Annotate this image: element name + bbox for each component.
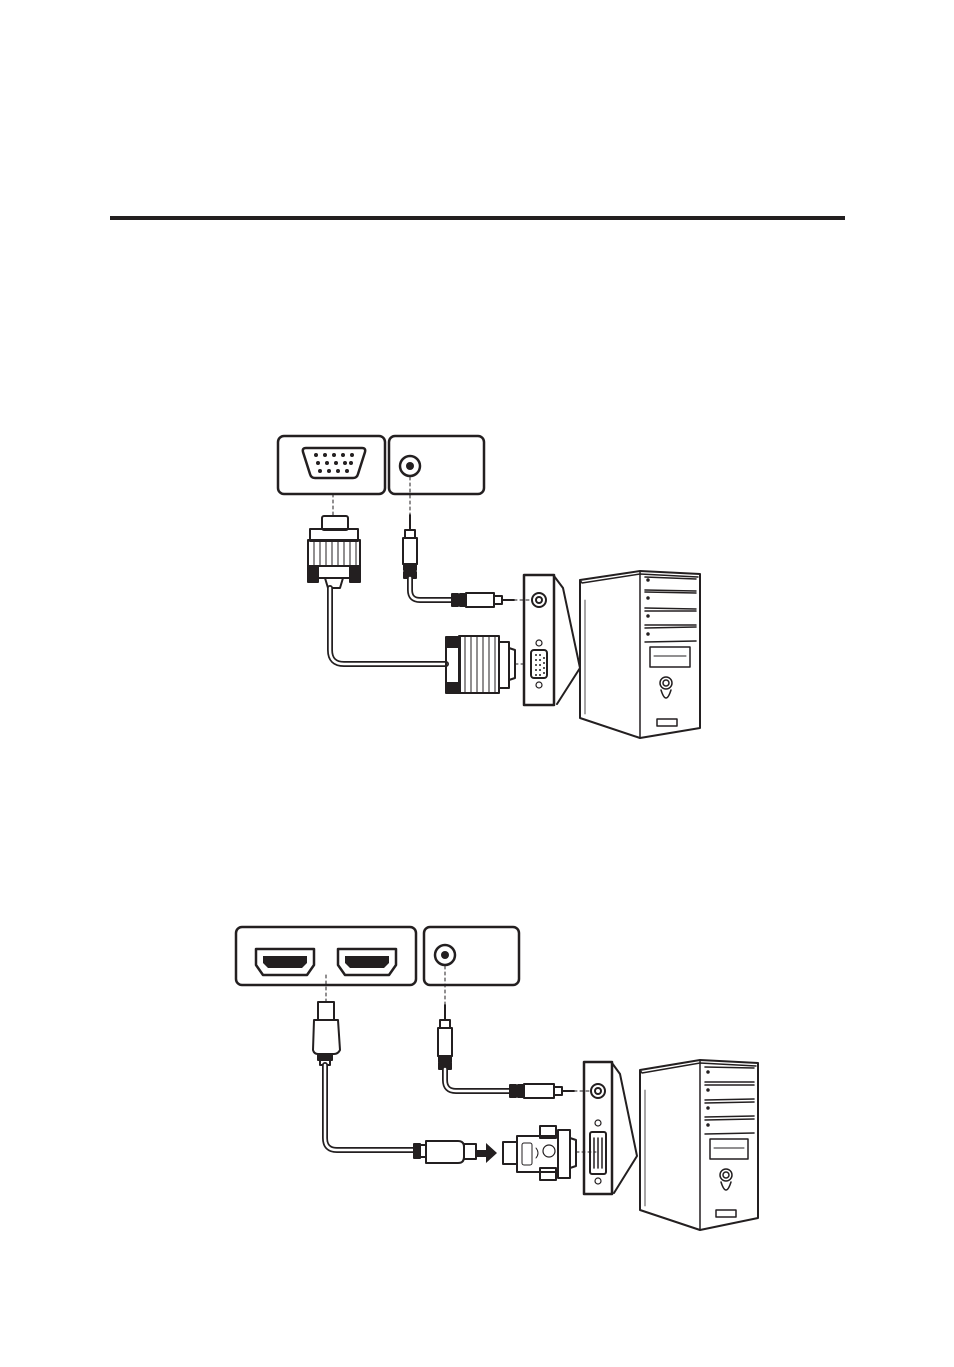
audio-in-jack-icon <box>400 456 420 476</box>
monitor-audio-port-panel <box>424 927 519 985</box>
vga-out-port-icon <box>531 650 547 678</box>
insert-arrow-icon <box>476 1143 497 1163</box>
hdmi-to-dvi-adapter-icon <box>503 1126 576 1180</box>
monitor-vga-port-panel <box>278 436 385 494</box>
hdmi-cable <box>325 1065 415 1150</box>
pc-back-panel-vga <box>524 575 580 705</box>
desktop-tower-pc-icon <box>640 1060 758 1230</box>
hdmi-cable-plug-monitor-end <box>313 1002 340 1065</box>
audio-cable-plug-pc-end <box>452 593 514 607</box>
hdmi-port-1-icon <box>256 949 314 975</box>
audio-cable-plug-monitor-end <box>438 1005 452 1069</box>
hdmi-cable-plug-adapter-end <box>414 1141 476 1163</box>
pc-back-panel-dvi <box>584 1062 637 1194</box>
dvi-out-port-icon <box>590 1132 606 1174</box>
vga-in-port-icon <box>303 448 365 478</box>
vga-cable-plug-monitor-end <box>308 516 360 588</box>
desktop-tower-pc-icon <box>580 571 700 738</box>
audio-cable-plug-monitor-end <box>403 515 417 578</box>
vga-cable-plug-pc-end <box>446 636 515 693</box>
audio-out-jack-icon <box>532 593 546 607</box>
audio-cable-plug-pc-end <box>510 1084 574 1098</box>
audio-out-jack-icon <box>591 1084 605 1098</box>
audio-cable <box>410 578 452 600</box>
vga-connection-diagram <box>278 436 700 738</box>
monitor-audio-port-panel <box>389 436 484 494</box>
hdmi-dvi-connection-diagram <box>236 927 758 1230</box>
audio-cable <box>445 1069 510 1091</box>
audio-in-jack-icon <box>435 945 455 965</box>
hdmi-port-2-icon <box>338 949 396 975</box>
